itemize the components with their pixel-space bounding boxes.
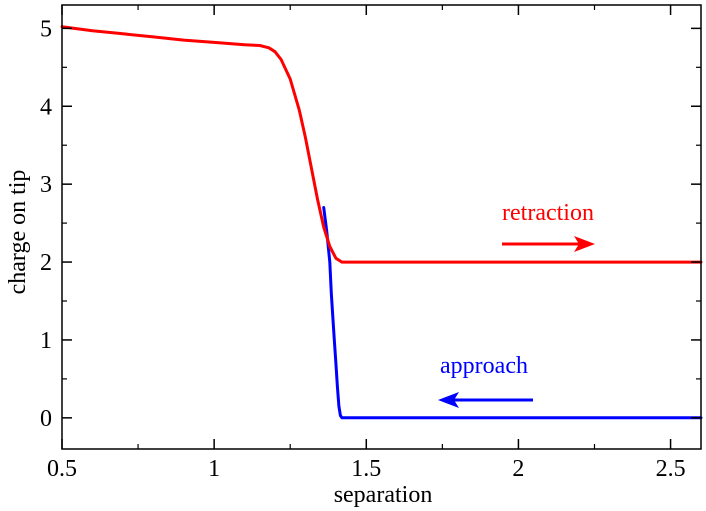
- annotations: retraction approach: [438, 200, 595, 408]
- axis-ticks: [61, 5, 701, 449]
- annotation-retraction: retraction: [502, 200, 594, 226]
- x-tick-label: 1: [208, 456, 220, 482]
- series-line-retraction: [60, 25, 703, 264]
- tick-labels: 0.5 1 1.5 2 2.5 0 1 2 3 4 5: [40, 16, 686, 482]
- x-tick-label: 2: [512, 456, 524, 482]
- y-axis-label: charge on tip: [5, 170, 31, 295]
- retraction-arrow-icon: [502, 236, 595, 252]
- y-tick-label: 3: [40, 172, 52, 198]
- approach-arrow-icon: [438, 392, 533, 408]
- series-line-approach: [322, 206, 703, 420]
- plot-series: [60, 25, 703, 420]
- x-tick-label: 2.5: [656, 456, 686, 482]
- y-tick-label: 4: [40, 94, 52, 120]
- y-tick-label: 5: [40, 16, 52, 42]
- y-tick-label: 1: [40, 328, 52, 354]
- x-axis-label: separation: [334, 482, 433, 508]
- y-tick-label: 0: [40, 406, 52, 432]
- y-tick-label: 2: [40, 250, 52, 276]
- plot-frame: [61, 4, 702, 450]
- x-tick-label: 0.5: [47, 456, 77, 482]
- annotation-approach: approach: [440, 353, 528, 379]
- x-tick-label: 1.5: [351, 456, 381, 482]
